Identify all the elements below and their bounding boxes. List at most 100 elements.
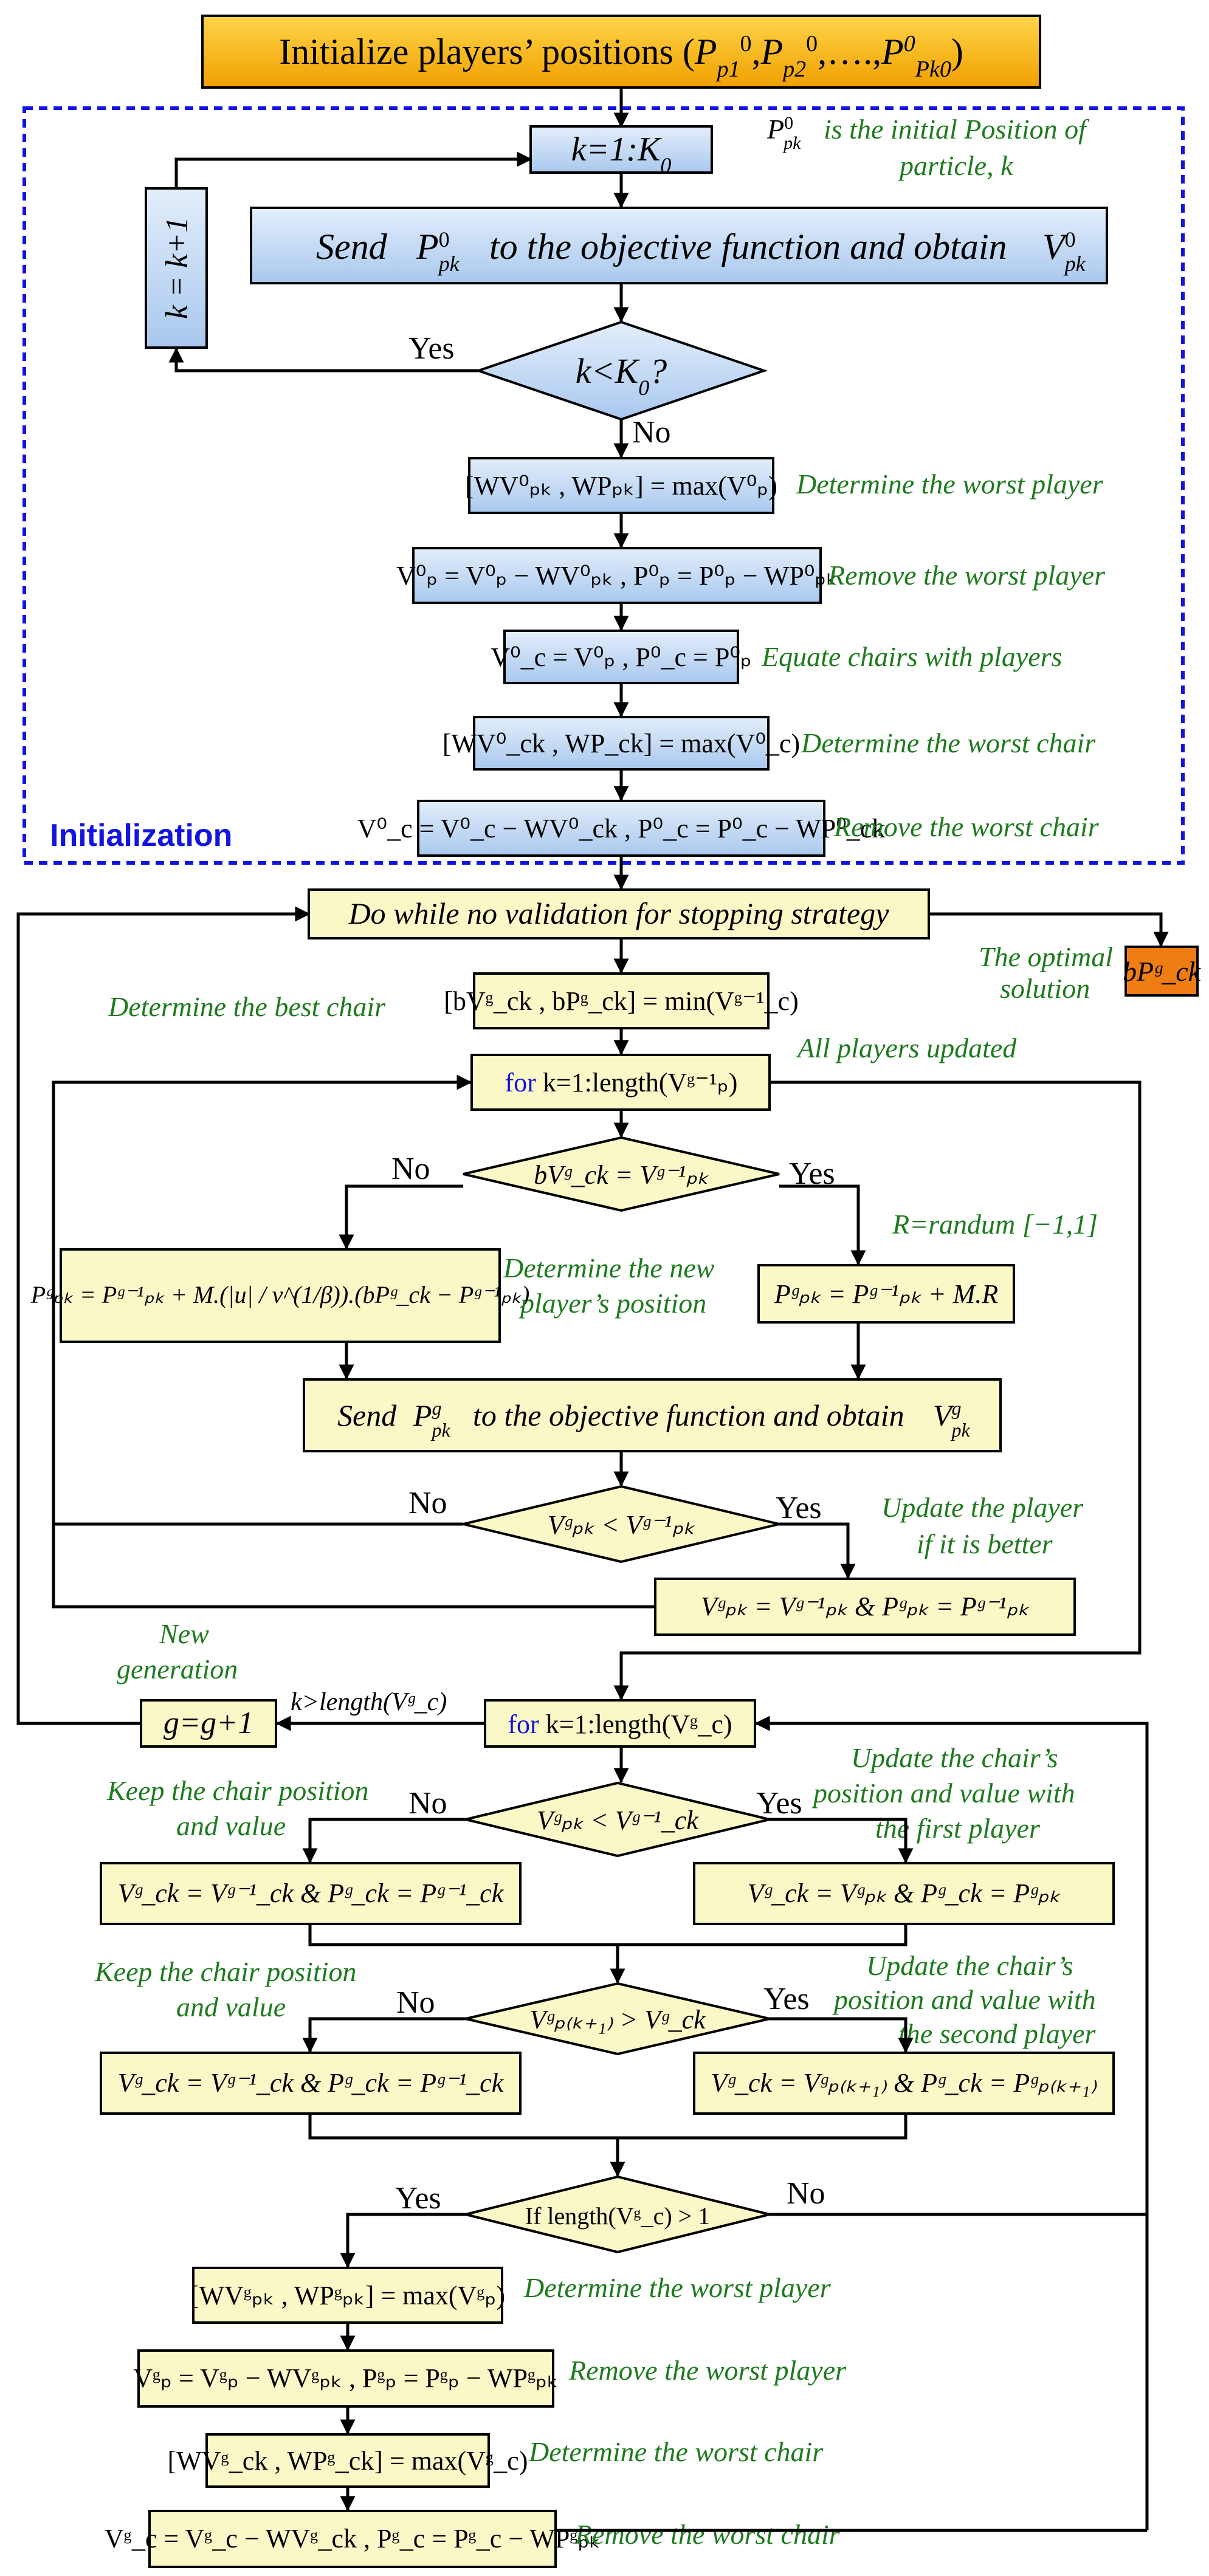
note-keep2-2: and value <box>176 1991 286 2022</box>
note-equate: Equate chairs with players <box>761 641 1062 672</box>
svg-text:[WV⁰_ck , WP_ck] = max(V⁰_c): [WV⁰_ck , WP_ck] = max(V⁰_c) <box>443 729 800 758</box>
for-chairs-box: for k=1:length(Vᵍ_c) <box>484 1699 756 1748</box>
svg-text:If length(Vᵍ_c) > 1: If length(Vᵍ_c) > 1 <box>525 2202 711 2230</box>
svg-text:Vᵍ_ck = Vᵍ⁻¹_ck & Pᵍ_ck = Pᵍ⁻¹: Vᵍ_ck = Vᵍ⁻¹_ck & Pᵍ_ck = Pᵍ⁻¹_ck <box>118 2068 505 2098</box>
update-chair-box-2: Vᵍ_ck = Vᵍₚ₍ₖ₊₁₎ & Pᵍ_ck = Pᵍₚ₍ₖ₊₁₎ <box>693 2052 1115 2115</box>
note-final-worst-chair: Determine the worst chair <box>528 2436 824 2467</box>
note-worst-player-init: Determine the worst player <box>796 469 1104 500</box>
final-worst-player-box: [WVᵍₚₖ , WPᵍₚₖ] = max(Vᵍₚ) <box>190 2267 505 2324</box>
svg-text:V⁰_c = V⁰_c − WV⁰_ck , P⁰_c =: V⁰_c = V⁰_c − WV⁰_ck , P⁰_c = P⁰_c − WP⁰… <box>357 814 886 843</box>
loop-init-box: k=1:K0 <box>529 125 713 177</box>
svg-text:P0pk: P0pk <box>766 113 801 153</box>
random-update-box: Pᵍₚₖ = Pᵍ⁻¹ₚₖ + M.R <box>757 1264 1015 1324</box>
update-chair-box-1: Vᵍ_ck = Vᵍₚₖ & Pᵍ_ck = Pᵍₚₖ <box>693 1862 1115 1925</box>
decision-player-better: Vᵍₚₖ < Vᵍ⁻¹ₚₖ <box>463 1485 780 1564</box>
note-all-players-updated: All players updated <box>796 1032 1017 1063</box>
svg-text:V⁰_c = V⁰ₚ , P⁰_c = P⁰ₚ: V⁰_c = V⁰ₚ , P⁰_c = P⁰ₚ <box>491 642 752 672</box>
note-new-pos-1: Determine the new <box>503 1252 715 1283</box>
svg-text:Vᵍₚₖ < Vᵍ⁻¹_ck: Vᵍₚₖ < Vᵍ⁻¹_ck <box>537 1805 699 1835</box>
final-remove-chair-box: Vᵍ_c = Vᵍ_c − WVᵍ_ck , Pᵍ_c = Pᵍ_c − WPᵍ… <box>105 2510 601 2568</box>
svg-text:[WVᵍ_ck , WPᵍ_ck] = max(Vᵍ_c): [WVᵍ_ck , WPᵍ_ck] = max(Vᵍ_c) <box>168 2446 528 2476</box>
initialization-label: Initialization <box>50 818 232 853</box>
svg-text:k=1:K0: k=1:K0 <box>571 131 672 177</box>
svg-text:Vᵍₚ = Vᵍₚ − WVᵍₚₖ , Pᵍₚ = Pᵍₚ: Vᵍₚ = Vᵍₚ − WVᵍₚₖ , Pᵍₚ = Pᵍₚ − WPᵍₚₖ <box>133 2363 559 2393</box>
no-label-dec4: No <box>396 1985 435 2020</box>
yes-label-init: Yes <box>408 331 455 366</box>
keep-chair-box-2: Vᵍ_ck = Vᵍ⁻¹_ck & Pᵍ_ck = Pᵍ⁻¹_ck <box>100 2052 522 2115</box>
svg-text:V⁰ₚ = V⁰ₚ − WV⁰ₚₖ , P⁰ₚ = P⁰ₚ: V⁰ₚ = V⁰ₚ − WV⁰ₚₖ , P⁰ₚ = P⁰ₚ − WP⁰ₚₖ <box>396 561 838 591</box>
no-label-dec5: No <box>787 2176 825 2211</box>
svg-text:Send: Send <box>316 227 388 267</box>
init-step-worst-player: [WV⁰ₚₖ , WPₚₖ] = max(V⁰ₚ) <box>465 457 777 514</box>
do-while-box: Do while no validation for stopping stra… <box>308 888 930 939</box>
svg-text:[WV⁰ₚₖ , WPₚₖ] = max(V⁰ₚ): [WV⁰ₚₖ , WPₚₖ] = max(V⁰ₚ) <box>465 471 777 501</box>
note-upd1-3: the first player <box>875 1813 1041 1844</box>
increment-box: k = k+1 <box>145 187 208 349</box>
decision-chair-update-1: Vᵍₚₖ < Vᵍ⁻¹_ck <box>465 1781 770 1858</box>
svg-text:Vᵍ_ck = Vᵍₚ₍ₖ₊₁₎ & Pᵍ_ck = Pᵍₚ: Vᵍ_ck = Vᵍₚ₍ₖ₊₁₎ & Pᵍ_ck = Pᵍₚ₍ₖ₊₁₎ <box>711 2068 1098 2098</box>
no-label-init: No <box>632 415 671 450</box>
svg-text:Vᵍ_c = Vᵍ_c − WVᵍ_ck , Pᵍ_c =: Vᵍ_c = Vᵍ_c − WVᵍ_ck , Pᵍ_c = Pᵍ_c − WPᵍ… <box>105 2524 601 2554</box>
note-remove-chair-init: Remove the worst chair <box>833 811 1100 842</box>
svg-text:is the initial Position of: is the initial Position of <box>824 114 1090 145</box>
note-final-remove-player: Remove the worst player <box>568 2355 847 2386</box>
note-upd2-3: the second player <box>898 2018 1097 2049</box>
init-step-worst-chair: [WV⁰_ck , WP_ck] = max(V⁰_c) <box>443 716 800 771</box>
for-players-box: for k=1:length(Vᵍ⁻¹ₚ) <box>470 1054 771 1111</box>
svg-text:Pᵍₚₖ = Pᵍ⁻¹ₚₖ + M.(|u| / v^(1/: Pᵍₚₖ = Pᵍ⁻¹ₚₖ + M.(|u| / v^(1/β)).(bPᵍ_c… <box>30 1281 530 1308</box>
init-step-remove-chair: V⁰_c = V⁰_c − WV⁰_ck , P⁰_c = P⁰_c − WP⁰… <box>357 800 886 857</box>
note-upd1-1: Update the chair’s <box>851 1742 1058 1773</box>
init-step-remove-player: V⁰ₚ = V⁰ₚ − WV⁰ₚₖ , P⁰ₚ = P⁰ₚ − WP⁰ₚₖ <box>396 547 838 604</box>
svg-text:Vᵍ_ck = Vᵍ⁻¹_ck & Pᵍ_ck = Pᵍ⁻¹: Vᵍ_ck = Vᵍ⁻¹_ck & Pᵍ_ck = Pᵍ⁻¹_ck <box>118 1878 505 1908</box>
note-new-gen-1: New <box>159 1618 209 1649</box>
svg-text:Do while no validation for sto: Do while no validation for stopping stra… <box>348 896 890 930</box>
note-new-pos-2: player’s position <box>518 1288 706 1319</box>
keep-chair-box-1: Vᵍ_ck = Vᵍ⁻¹_ck & Pᵍ_ck = Pᵍ⁻¹_ck <box>100 1862 522 1925</box>
start-box: Initialize players’ positions (Pp10,Pp20… <box>201 15 1041 89</box>
no-label-dec3: No <box>408 1786 447 1821</box>
initialization-region <box>22 106 1185 865</box>
yes-label-dec5: Yes <box>395 2181 441 2216</box>
exit-condition: k>length(Vᵍ_c) <box>291 1688 447 1716</box>
svg-text:bVᵍ_ck = Vᵍ⁻¹ₚₖ: bVᵍ_ck = Vᵍ⁻¹ₚₖ <box>534 1160 709 1190</box>
svg-text:Send: Send <box>337 1398 397 1432</box>
final-remove-player-box: Vᵍₚ = Vᵍₚ − WVᵍₚₖ , Pᵍₚ = Pᵍₚ − WPᵍₚₖ <box>133 2349 559 2408</box>
yes-label-dec4: Yes <box>763 1982 810 2016</box>
svg-text:Vᵍ_ck = Vᵍₚₖ & Pᵍ_ck = Pᵍₚₖ: Vᵍ_ck = Vᵍₚₖ & Pᵍ_ck = Pᵍₚₖ <box>748 1878 1061 1908</box>
note-upd2-2: position and value with <box>832 1984 1096 2015</box>
svg-text:[WVᵍₚₖ , WPᵍₚₖ] = max(Vᵍₚ): [WVᵍₚₖ , WPᵍₚₖ] = max(Vᵍₚ) <box>190 2281 505 2310</box>
yes-label-dec3: Yes <box>756 1786 802 1821</box>
optimal-solution-box: bPᵍ_ck <box>1123 946 1202 997</box>
svg-text:k = k+1: k = k+1 <box>160 217 195 319</box>
optimal-note-1: The optimal <box>979 941 1113 972</box>
svg-text:Pᵍₚₖ = Pᵍ⁻¹ₚₖ + M.R: Pᵍₚₖ = Pᵍ⁻¹ₚₖ + M.R <box>774 1279 998 1309</box>
decision-length-check: If length(Vᵍ_c) > 1 <box>465 2175 770 2254</box>
no-label-dec2: No <box>408 1486 447 1520</box>
note-keep1-2: and value <box>176 1810 286 1841</box>
note-update-player-2: if it is better <box>917 1528 1053 1559</box>
svg-text:g=g+1: g=g+1 <box>164 1706 253 1740</box>
start-text: Initialize players’ positions ( <box>279 32 695 72</box>
svg-text:to the objective function and: to the objective function and obtain <box>489 227 1007 267</box>
note-keep2-1: Keep the chair position <box>94 1956 357 1987</box>
optimal-note-2: solution <box>1000 973 1090 1004</box>
final-worst-chair-box: [WVᵍ_ck , WPᵍ_ck] = max(Vᵍ_c) <box>168 2433 528 2488</box>
yes-label-dec2: Yes <box>776 1491 822 1525</box>
svg-text:to the objective function and: to the objective function and obtain <box>473 1398 904 1432</box>
note-upd1-2: position and value with <box>811 1777 1075 1808</box>
svg-text:[bVᵍ_ck , bPᵍ_ck] = min(Vᵍ⁻¹_c: [bVᵍ_ck , bPᵍ_ck] = min(Vᵍ⁻¹_c) <box>444 986 799 1016</box>
no-label-dec1: No <box>391 1152 430 1186</box>
svg-text:for k=1:length(Vᵍ⁻¹ₚ): for k=1:length(Vᵍ⁻¹ₚ) <box>505 1068 738 1097</box>
decision-best-equals-player: bVᵍ_ck = Vᵍ⁻¹ₚₖ <box>463 1136 780 1212</box>
note-remove-player-init: Remove the worst player <box>827 560 1106 591</box>
best-chair-box: [bVᵍ_ck , bPᵍ_ck] = min(Vᵍ⁻¹_c) <box>444 972 799 1029</box>
svg-text:particle, k: particle, k <box>898 150 1014 181</box>
svg-text:Vᵍₚ₍ₖ₊₁₎ > Vᵍ_ck: Vᵍₚ₍ₖ₊₁₎ > Vᵍ_ck <box>529 2005 706 2035</box>
svg-text:k<K0?: k<K0? <box>576 351 667 400</box>
svg-text:Vᵍₚₖ < Vᵍ⁻¹ₚₖ: Vᵍₚₖ < Vᵍ⁻¹ₚₖ <box>548 1510 695 1540</box>
note-upd2-1: Update the chair’s <box>866 1950 1073 1981</box>
